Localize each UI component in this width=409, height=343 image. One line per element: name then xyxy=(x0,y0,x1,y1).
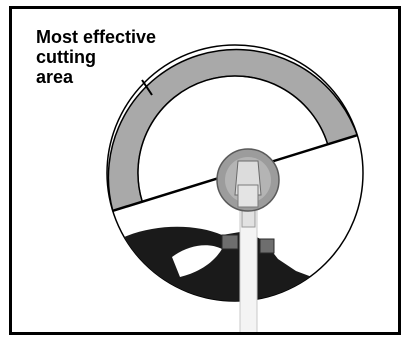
cutting-area-label: Most effective cutting area xyxy=(36,27,156,87)
trimmer-head xyxy=(216,148,280,212)
label-line-2: cutting xyxy=(36,47,96,67)
diagram-frame: Most effective cutting area xyxy=(9,6,401,335)
inner-circle xyxy=(137,75,329,202)
label-leader-line xyxy=(141,79,153,96)
label-line-3: area xyxy=(36,67,74,87)
cutting-diagram xyxy=(106,44,364,332)
label-line-1: Most effective xyxy=(36,27,157,47)
trimmer-guard xyxy=(112,226,312,301)
